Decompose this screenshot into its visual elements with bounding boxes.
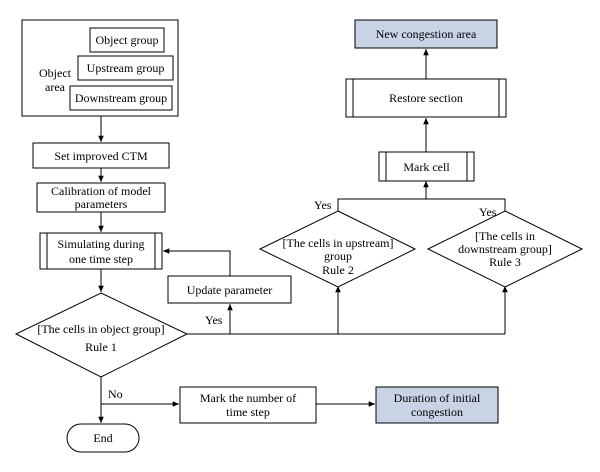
restore-section-process: Restore section (345, 78, 507, 118)
set-ctm-label: Set improved CTM (54, 149, 148, 163)
downstream-group-box (69, 85, 173, 111)
yes-rule2-label: Yes (314, 198, 332, 212)
no-rule1-label: No (108, 387, 123, 401)
mark-number-box (179, 386, 317, 424)
mark-number-label-line1: Mark the number of (200, 391, 296, 405)
set-ctm-box (32, 142, 170, 169)
decision-rule2: [The cells in upstream] group Rule 2 (258, 210, 417, 288)
decision-rule1: [The cells in object group] Rule 1 (14, 292, 189, 378)
mark-cell-label: Mark cell (403, 160, 450, 174)
duration-label-line1: Duration of initial (394, 391, 481, 405)
end-label: End (93, 431, 112, 445)
restore-section-label: Restore section (389, 91, 463, 105)
new-congestion-area-label: New congestion area (376, 27, 477, 41)
connector-update-to-simulating (163, 248, 231, 276)
simulating-label-line2: one time step (69, 252, 133, 266)
rule2-label: Rule 2 (322, 263, 354, 277)
mark-cell-process: Mark cell (378, 151, 475, 182)
rule1-label: Rule 1 (85, 340, 117, 354)
object-group-box (89, 27, 165, 53)
new-congestion-area-box (354, 19, 498, 49)
rule3-line1: [The cells in (475, 229, 535, 243)
simulating-process: Simulating during one time step (39, 232, 163, 270)
rule3-label: Rule 3 (489, 255, 521, 269)
object-area-label-line1: Object (39, 66, 72, 80)
upstream-group-box (77, 55, 174, 81)
rule1-text: [The cells in object group] (37, 322, 164, 336)
duration-box (375, 386, 499, 424)
object-area: Object area Object group Upstream group … (21, 19, 179, 117)
upstream-group-label: Upstream group (87, 61, 165, 75)
decision-rule3: [The cells in downstream group] Rule 3 (426, 210, 584, 288)
rule3-line2: downstream group] (458, 242, 552, 256)
mark-number-label-line2: time step (226, 405, 270, 419)
update-parameter-box (167, 275, 292, 304)
connector-rules-to-merge (337, 198, 506, 211)
end-terminator (66, 423, 140, 453)
downstream-group-label: Downstream group (75, 91, 167, 105)
update-parameter-label: Update parameter (187, 283, 273, 297)
simulating-label-line1: Simulating during (58, 237, 145, 251)
duration-label-line2: congestion (411, 405, 463, 419)
calibration-label-line1: Calibration of model (51, 184, 152, 198)
rule2-line2: group (324, 249, 352, 263)
calibration-label-line2: parameters (75, 197, 128, 211)
rule2-line1: [The cells in upstream] (283, 236, 394, 250)
object-area-label-line2: area (45, 80, 66, 94)
calibration-box (36, 182, 166, 213)
yes-rule1-label: Yes (205, 313, 223, 327)
object-group-label: Object group (96, 33, 159, 47)
yes-rule3-label: Yes (479, 205, 497, 219)
